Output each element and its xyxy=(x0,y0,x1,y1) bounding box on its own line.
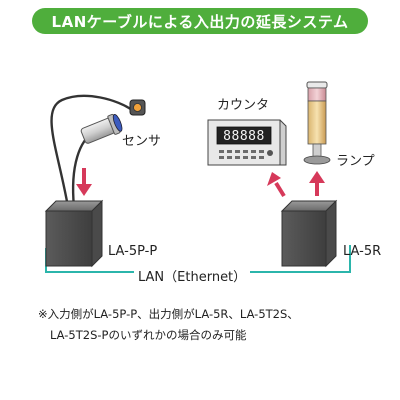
input-arrow xyxy=(76,168,92,196)
lamp-icon xyxy=(303,81,331,165)
input-unit-box xyxy=(44,199,104,268)
counter-display-text: 88888 xyxy=(223,129,265,144)
output-arrow-counter xyxy=(267,172,286,198)
input-unit-label: LA-5P-P xyxy=(108,244,158,259)
footnote-line-1: ※入力側がLA-5P-P、出力側がLA-5R、LA-5T2S、 xyxy=(38,307,299,321)
output-arrow-lamp xyxy=(309,171,325,196)
diagram-title: LANケーブルによる入出力の延長システム xyxy=(32,8,368,34)
counter-icon: 88888 xyxy=(207,119,287,166)
output-unit-label: LA-5R xyxy=(343,244,382,259)
counter-label: カウンタ xyxy=(217,98,270,113)
sensor-cables xyxy=(50,94,134,209)
footnote: ※入力側がLA-5P-P、出力側がLA-5R、LA-5T2S、 LA-5T2S-… xyxy=(38,304,299,346)
sensor-head-small xyxy=(129,99,146,116)
sensor-icon xyxy=(80,113,123,144)
lamp-label: ランプ xyxy=(336,154,375,169)
output-unit-box xyxy=(280,199,338,268)
footnote-line-2: LA-5T2S-Pのいずれかの場合のみ可能 xyxy=(50,328,247,342)
sensor-label: センサ xyxy=(122,134,162,149)
lan-label: LAN（Ethernet） xyxy=(134,266,251,285)
